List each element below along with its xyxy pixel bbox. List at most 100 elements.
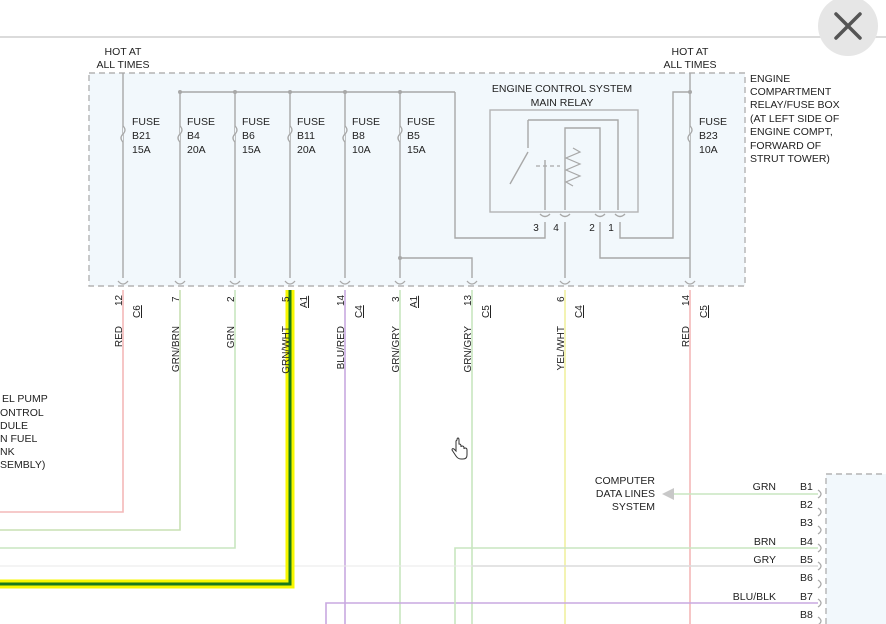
svg-text:B7: B7 <box>800 591 813 603</box>
connector-labels: 12 C6 7 2 5 A1 14 C4 3 A1 13 C5 6 C4 14 … <box>114 294 710 318</box>
svg-text:GRN/BRN: GRN/BRN <box>171 326 182 372</box>
svg-text:15A: 15A <box>132 144 151 156</box>
arrow-left-icon <box>662 488 674 500</box>
relay-pin-4: 4 <box>553 223 559 234</box>
svg-text:5: 5 <box>281 296 292 302</box>
svg-text:B4: B4 <box>800 536 813 548</box>
svg-text:ENGINE: ENGINE <box>750 73 790 85</box>
svg-text:YEL/WHT: YEL/WHT <box>556 326 567 370</box>
svg-text:GRN: GRN <box>226 326 237 348</box>
svg-text:C5: C5 <box>699 305 710 318</box>
hot-label-2a: HOT AT <box>672 46 710 58</box>
svg-text:N FUEL: N FUEL <box>0 433 38 445</box>
svg-text:A1: A1 <box>409 295 420 308</box>
svg-text:RELAY/FUSE BOX: RELAY/FUSE BOX <box>750 99 840 111</box>
relay-title-line2: MAIN RELAY <box>531 97 594 109</box>
svg-text:14: 14 <box>336 294 347 306</box>
internal-wiring <box>122 73 691 278</box>
svg-text:GRN: GRN <box>753 481 776 493</box>
svg-text:ENGINE COMPT,: ENGINE COMPT, <box>750 126 833 138</box>
relay-pin-2: 2 <box>589 223 595 234</box>
svg-text:RED: RED <box>681 326 692 347</box>
close-icon <box>834 12 862 40</box>
svg-text:B21: B21 <box>132 130 151 142</box>
svg-text:3: 3 <box>391 296 402 302</box>
hot-label-1a: HOT AT <box>105 46 143 58</box>
svg-text:COMPARTMENT: COMPARTMENT <box>750 86 832 98</box>
svg-text:6: 6 <box>556 296 567 302</box>
hot-label-2b: ALL TIMES <box>663 59 716 71</box>
svg-text:GRN/GRY: GRN/GRY <box>391 326 402 373</box>
svg-text:FORWARD OF: FORWARD OF <box>750 140 821 152</box>
svg-text:FUSE: FUSE <box>297 116 325 128</box>
svg-text:RED: RED <box>114 326 125 347</box>
relay-title-line1: ENGINE CONTROL SYSTEM <box>492 83 632 95</box>
pcm-box <box>825 473 886 624</box>
svg-text:B5: B5 <box>800 554 813 566</box>
external-wires <box>0 290 818 624</box>
svg-text:20A: 20A <box>297 144 316 156</box>
svg-text:A1: A1 <box>299 295 310 308</box>
svg-text:10A: 10A <box>352 144 371 156</box>
relay-pin-3: 3 <box>533 223 539 234</box>
wire-color-labels: RED GRN/BRN GRN GRN/WHT BLU/RED GRN/GRY … <box>114 326 692 374</box>
svg-text:C5: C5 <box>481 305 492 318</box>
fuse-box <box>88 72 746 287</box>
svg-text:ONTROL: ONTROL <box>0 407 44 419</box>
svg-text:FUSE: FUSE <box>187 116 215 128</box>
svg-text:12: 12 <box>114 294 125 306</box>
svg-text:BLU/BLK: BLU/BLK <box>733 591 776 603</box>
pcm-pin-labels: B1 B2 B3 B4 B5 B6 B7 B8 <box>800 481 813 621</box>
svg-text:NK: NK <box>0 446 15 458</box>
hand-cursor-icon <box>451 437 468 460</box>
fuse-labels: FUSE B21 15A FUSE B4 20A FUSE B6 15A FUS… <box>132 116 727 156</box>
svg-text:GRN/GRY: GRN/GRY <box>463 326 474 373</box>
svg-text:FUSE: FUSE <box>407 116 435 128</box>
svg-text:2: 2 <box>226 296 237 302</box>
svg-text:BRN: BRN <box>754 536 776 548</box>
svg-text:B6: B6 <box>242 130 255 142</box>
computer-data-lines-label: COMPUTER DATA LINES SYSTEM <box>595 475 656 513</box>
svg-text:C6: C6 <box>132 305 143 318</box>
svg-text:13: 13 <box>463 294 474 306</box>
svg-text:C4: C4 <box>354 305 365 318</box>
svg-text:(AT LEFT SIDE OF: (AT LEFT SIDE OF <box>750 113 839 125</box>
close-button[interactable] <box>818 0 878 56</box>
hot-label-1b: ALL TIMES <box>96 59 149 71</box>
svg-text:FUSE: FUSE <box>242 116 270 128</box>
svg-text:DATA LINES: DATA LINES <box>596 488 655 500</box>
pcm-wire-labels: GRN BRN GRY BLU/BLK <box>733 481 776 603</box>
svg-text:B2: B2 <box>800 499 813 511</box>
svg-text:B23: B23 <box>699 130 718 142</box>
svg-text:B11: B11 <box>297 130 315 142</box>
svg-text:15A: 15A <box>407 144 426 156</box>
svg-text:C4: C4 <box>574 305 585 318</box>
highlight-wire[interactable] <box>0 290 295 589</box>
svg-text:20A: 20A <box>187 144 206 156</box>
svg-text:EL PUMP: EL PUMP <box>2 393 48 405</box>
svg-text:SYSTEM: SYSTEM <box>612 501 655 513</box>
svg-text:STRUT TOWER): STRUT TOWER) <box>750 153 830 165</box>
svg-text:B4: B4 <box>187 130 200 142</box>
svg-text:FUSE: FUSE <box>352 116 380 128</box>
svg-text:GRN/WHT: GRN/WHT <box>281 326 292 374</box>
svg-text:15A: 15A <box>242 144 261 156</box>
svg-text:B8: B8 <box>352 130 365 142</box>
svg-text:B8: B8 <box>800 609 813 621</box>
fuse-box-label: ENGINE COMPARTMENT RELAY/FUSE BOX (AT LE… <box>750 73 840 165</box>
svg-text:B6: B6 <box>800 572 813 584</box>
svg-text:COMPUTER: COMPUTER <box>595 475 656 487</box>
svg-text:10A: 10A <box>699 144 718 156</box>
svg-text:B1: B1 <box>800 481 813 493</box>
relay-pin-1: 1 <box>608 223 614 234</box>
svg-text:B5: B5 <box>407 130 420 142</box>
svg-text:14: 14 <box>681 294 692 306</box>
svg-text:DULE: DULE <box>0 420 28 432</box>
svg-text:FUSE: FUSE <box>699 116 727 128</box>
svg-text:GRY: GRY <box>753 554 776 566</box>
svg-text:BLU/RED: BLU/RED <box>336 326 347 369</box>
svg-text:B3: B3 <box>800 517 813 529</box>
svg-text:FUSE: FUSE <box>132 116 160 128</box>
svg-text:SEMBLY): SEMBLY) <box>0 459 45 471</box>
